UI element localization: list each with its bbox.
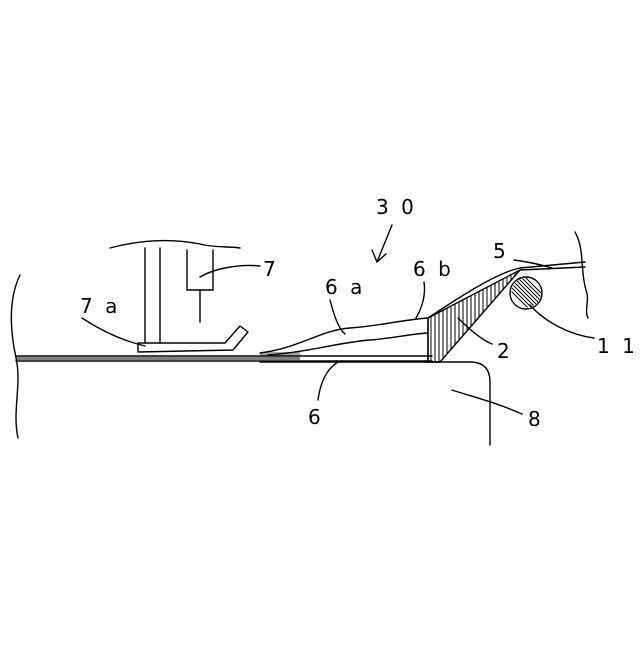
table-block (260, 362, 490, 445)
label-5: 5 (493, 239, 509, 263)
roller-hatch-line (526, 278, 541, 293)
leader-7 (200, 265, 260, 277)
leader-7a (82, 318, 145, 346)
pin-tool (187, 250, 213, 322)
roller-hatch-line (514, 286, 534, 306)
roller-eleven (510, 277, 542, 309)
label-11: 1 1 (597, 334, 638, 358)
label-8: 8 (528, 407, 544, 431)
leader-6b (416, 282, 425, 318)
leader-11 (530, 305, 594, 338)
label-30: 3 0 (376, 195, 417, 219)
roller-hatch-line (520, 280, 540, 300)
label-6b: 6 b (413, 257, 454, 281)
label-6a: 6 a (325, 275, 365, 299)
base-sheet (16, 356, 432, 361)
label-2: 2 (497, 339, 513, 363)
label-7a: 7 a (80, 294, 120, 318)
arrow-thirty (372, 225, 392, 262)
label-6: 6 (308, 405, 324, 429)
leader-6 (318, 362, 338, 400)
right-break-line (575, 232, 588, 318)
press-foot (110, 241, 248, 352)
label-7: 7 (263, 257, 279, 281)
roller-hatch-line (512, 292, 528, 308)
leader-8 (452, 390, 522, 414)
